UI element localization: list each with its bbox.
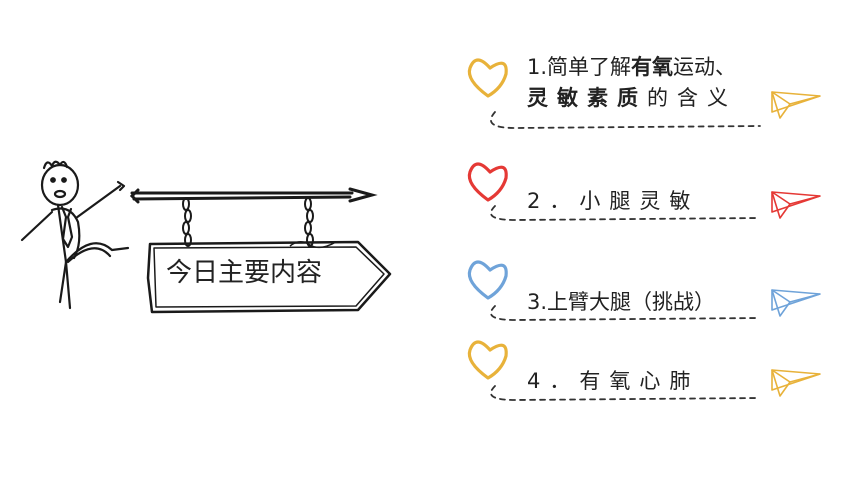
list-item-2: 2．小腿灵敏 [527, 189, 700, 213]
list-item-1-line-1: 1.简单了解有氧运动、 [527, 55, 737, 79]
sign-title: 今日主要内容 [166, 258, 323, 288]
sign-rod [129, 187, 378, 204]
list-item-3: 3.上臂大腿（挑战） [527, 290, 716, 314]
sign-chains [182, 197, 314, 247]
paper-plane-icon [771, 191, 821, 219]
sign-board [146, 240, 392, 314]
paper-plane-icon [771, 91, 821, 119]
heart-icon [467, 340, 508, 380]
heart-icon [467, 260, 508, 300]
heart-icon [467, 162, 508, 202]
list-item-1-line-2: 灵敏素质的含义 [527, 86, 737, 110]
paper-plane-icon [771, 369, 821, 397]
heart-icon [467, 58, 508, 98]
paper-plane-icon [771, 289, 821, 317]
list-item-4: 4．有氧心肺 [527, 369, 700, 393]
